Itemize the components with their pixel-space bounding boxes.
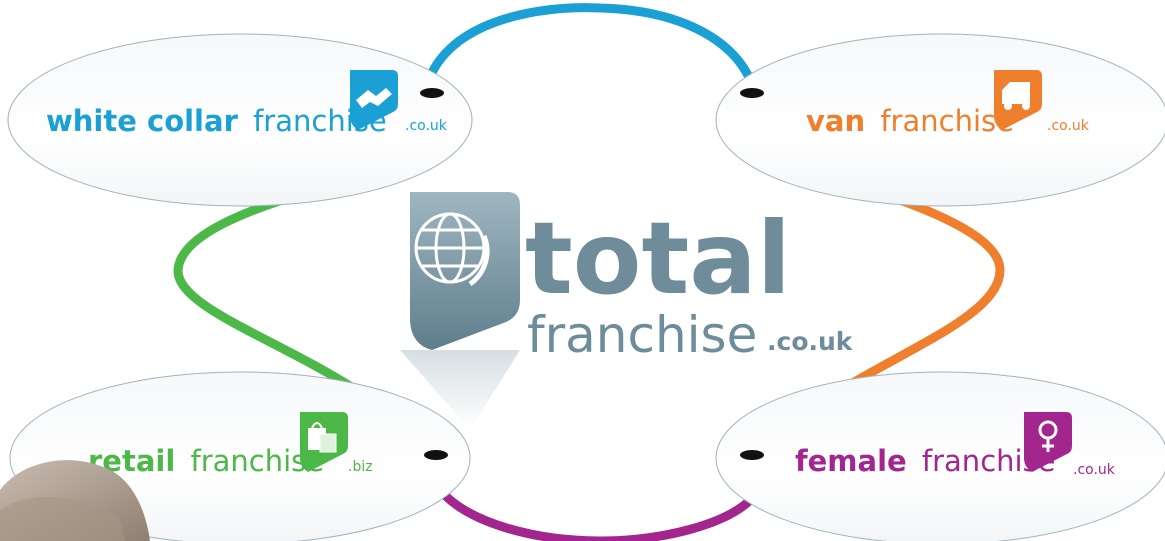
center-sub: franchise [527, 306, 757, 364]
svg-text:van franchise: van franchise [806, 104, 1014, 138]
connector-hole [740, 450, 764, 460]
node-retail[interactable]: retail franchise .biz [88, 412, 373, 478]
female-symbol-icon [1024, 412, 1072, 472]
node-tld: .biz [348, 459, 373, 475]
person-photo [0, 460, 150, 541]
connector-blue [420, 3, 760, 98]
node-tld: .co.uk [405, 118, 448, 134]
connector-hole [420, 88, 444, 98]
van-icon [994, 70, 1042, 130]
globe-icon [414, 212, 490, 287]
node-van[interactable]: van franchise .co.uk [806, 70, 1090, 138]
shopping-bags-icon [300, 412, 348, 472]
node-tld: .co.uk [1047, 118, 1090, 134]
node-tld: .co.uk [1073, 462, 1116, 478]
handshake-icon [350, 70, 398, 130]
logo-reflection [400, 350, 520, 430]
node-bold-label: van [806, 104, 865, 138]
node-female[interactable]: female franchise .co.uk [795, 412, 1116, 478]
connector-hole [424, 450, 448, 460]
node-white-collar[interactable]: white collar franchise .co.uk [46, 70, 448, 138]
svg-text:white collar franchise: white collar franchise [46, 104, 387, 138]
svg-text:retail franchise: retail franchise [88, 444, 324, 478]
node-ellipse-van [715, 33, 1165, 207]
center-tld: .co.uk [767, 327, 854, 356]
connector-purple [435, 485, 760, 541]
node-bold-label: white collar [46, 104, 239, 138]
node-rest-label: franchise [880, 104, 1014, 138]
svg-text:female franchise: female franchise [795, 444, 1056, 478]
connector-hole [740, 88, 764, 98]
center-word: total [525, 200, 791, 317]
center-logo: total franchise .co.uk [400, 192, 854, 430]
node-bold-label: female [795, 444, 907, 478]
